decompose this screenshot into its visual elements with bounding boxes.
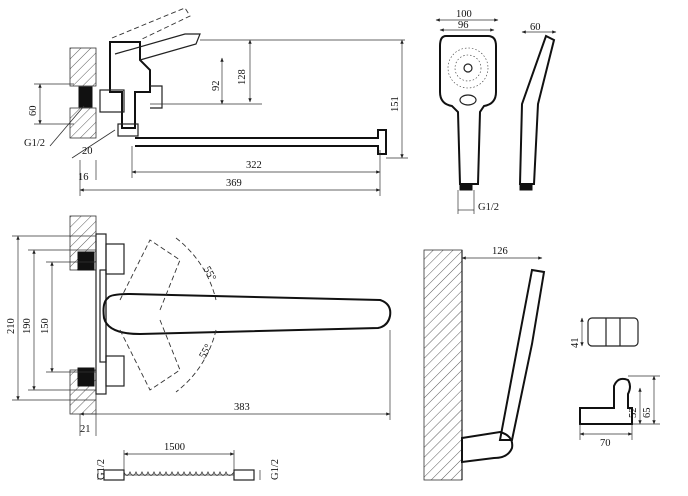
label-210: 210 — [6, 318, 17, 334]
g12-leader — [49, 105, 85, 147]
shower-head-side-outline — [518, 34, 556, 185]
label-92: 92 — [211, 81, 222, 92]
shower-head-side: 60 — [518, 22, 557, 191]
label-52: 52 — [628, 408, 639, 419]
label-383: 383 — [234, 402, 250, 413]
label-20: 20 — [82, 146, 93, 157]
wall-hatch-right — [423, 249, 463, 481]
label-126: 126 — [492, 246, 508, 257]
label-g12-top: G1/2 — [24, 138, 45, 149]
lever-handle — [114, 33, 201, 61]
label-96: 96 — [458, 20, 469, 31]
nut-upper — [105, 243, 125, 275]
spray-face — [447, 47, 489, 89]
label-369: 369 — [226, 178, 242, 189]
label-60: 60 — [28, 106, 39, 117]
lever-open-position — [111, 7, 191, 41]
hose-braid — [123, 470, 235, 476]
label-151: 151 — [390, 96, 401, 112]
side-connector — [519, 183, 533, 191]
mounted-shower-head — [498, 268, 546, 441]
handle-connector — [459, 183, 473, 191]
spout-rotated-down — [119, 319, 181, 391]
label-55-top: 55° — [201, 265, 218, 283]
label-150: 150 — [40, 318, 51, 334]
diverter-knob — [150, 85, 163, 109]
body-center — [99, 269, 107, 363]
mixer-side-view: 128 92 151 60 G1/2 20 16 322 369 — [24, 7, 408, 196]
mounted-holder — [461, 430, 514, 464]
mixer-front-view: 55° 55° 210 190 150 383 21 — [6, 215, 392, 436]
spout-front — [102, 292, 392, 336]
label-g12-left: G1/2 — [96, 459, 107, 480]
label-100: 100 — [456, 9, 472, 20]
shower-wall-mount: 126 — [423, 246, 546, 481]
holder-side-view — [579, 377, 633, 425]
label-60-side: 60 — [530, 22, 541, 33]
label-65: 65 — [642, 408, 653, 419]
label-41: 41 — [570, 338, 581, 349]
label-190: 190 — [22, 318, 33, 334]
spout-joint — [117, 123, 139, 137]
body-nut — [99, 89, 125, 113]
angle-leader — [71, 129, 116, 159]
spray-ring — [454, 54, 482, 82]
eccentric-fitting — [78, 86, 93, 108]
hose-nut-right — [233, 469, 255, 481]
mixer-body — [109, 41, 151, 129]
label-16: 16 — [78, 172, 89, 183]
label-55-bot: 55° — [198, 342, 215, 360]
spout — [135, 129, 387, 155]
spout-rotated-up — [119, 239, 181, 311]
hose-nut-left — [103, 469, 125, 481]
wall-section-upper — [69, 47, 97, 87]
spray-center — [463, 63, 473, 73]
shower-head-outline — [439, 35, 497, 185]
shower-head-front: 100 96 G1/2 — [435, 9, 499, 214]
holder-top-view — [587, 317, 639, 347]
mode-button — [459, 94, 477, 106]
swing-arc-top — [175, 237, 217, 301]
wall-section-lower — [69, 107, 97, 139]
nut-lower — [105, 355, 125, 387]
label-128: 128 — [237, 69, 248, 85]
eccentric-upper — [77, 251, 95, 271]
label-1500: 1500 — [164, 442, 185, 453]
label-70: 70 — [600, 438, 611, 449]
label-g12-shower: G1/2 — [478, 202, 499, 213]
label-g12-right: G1/2 — [270, 459, 281, 480]
holder-detail: 41 52 65 70 — [570, 317, 660, 449]
shower-hose: 1500 G1/2 G1/2 — [96, 442, 281, 481]
swing-arc-bot — [175, 329, 217, 393]
label-322: 322 — [246, 160, 262, 171]
label-21: 21 — [80, 424, 91, 435]
eccentric-lower — [77, 367, 95, 387]
